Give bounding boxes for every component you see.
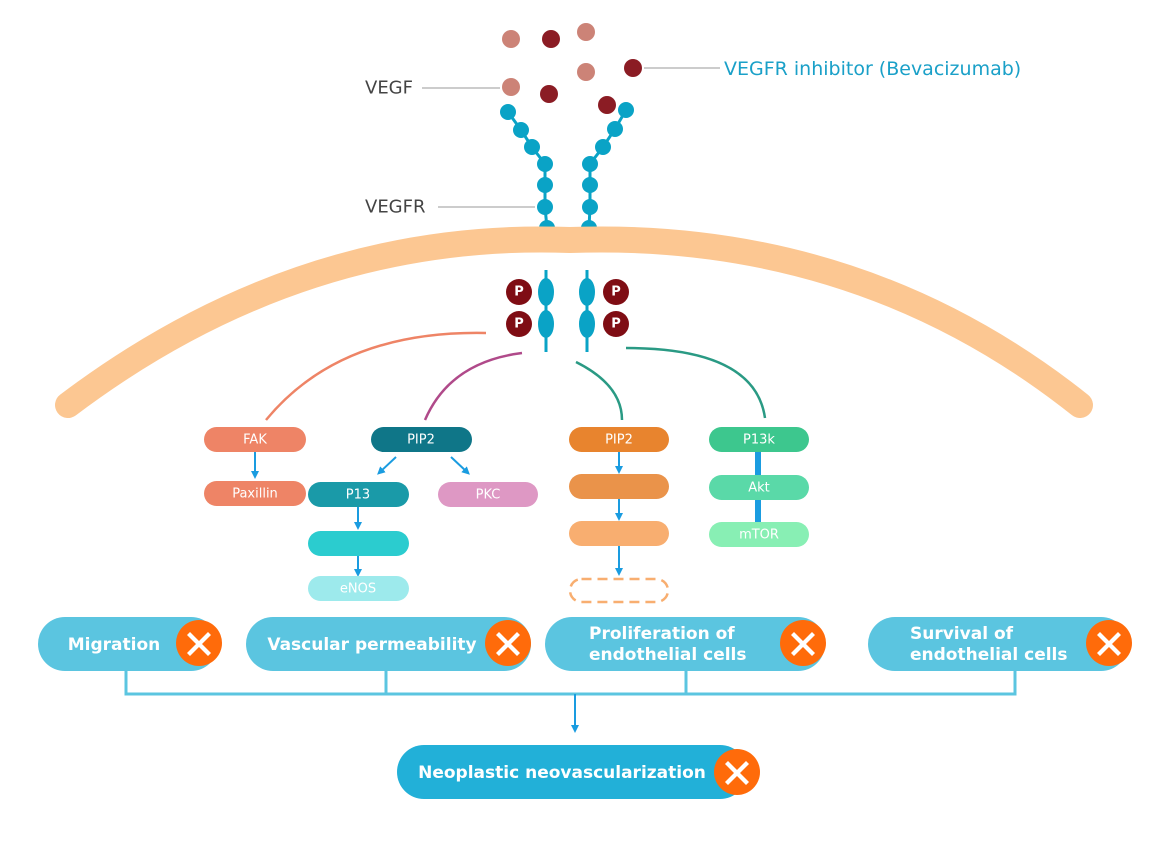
node-placeholder-dashed — [568, 577, 670, 604]
node-unlabeled — [308, 531, 409, 556]
phosphate-icon: P — [506, 311, 532, 337]
node-p13: P13 — [308, 482, 409, 507]
svg-text:Survival of: Survival of — [910, 624, 1014, 644]
phosphate-groups: P P P P — [506, 279, 629, 337]
vegf-label: VEGF — [365, 78, 413, 99]
vegfr-right-chain — [581, 102, 634, 236]
outcome-proliferation: Proliferation of endothelial cells — [545, 617, 826, 671]
svg-text:Neoplastic neovascularization: Neoplastic neovascularization — [418, 763, 706, 783]
svg-text:Paxillin: Paxillin — [232, 487, 278, 502]
svg-text:PKC: PKC — [476, 488, 501, 503]
node-pip2-orange: PIP2 — [569, 427, 669, 452]
svg-text:mTOR: mTOR — [739, 528, 779, 543]
vegfr-label: VEGFR — [365, 197, 426, 218]
signal-arc-fak — [265, 331, 487, 421]
svg-text:P: P — [514, 317, 524, 332]
svg-text:endothelial cells: endothelial cells — [910, 645, 1068, 665]
vegf-molecule — [502, 78, 520, 96]
outcome-connectors — [124, 668, 1017, 733]
svg-text:P13k: P13k — [743, 433, 775, 448]
outcome-survival: Survival of endothelial cells — [868, 617, 1132, 671]
vegf-ligands — [502, 23, 595, 96]
signal-arc-pi3k — [625, 346, 767, 419]
svg-text:Akt: Akt — [748, 481, 770, 496]
svg-text:Proliferation of: Proliferation of — [589, 624, 735, 644]
node-p13k: P13k — [709, 427, 809, 452]
svg-text:PIP2: PIP2 — [407, 433, 435, 448]
node-pkc: PKC — [438, 482, 538, 507]
outcome-vascular-permeability: Vascular permeability — [246, 617, 531, 671]
vegfr-left-chain — [500, 104, 555, 236]
cell-membrane — [55, 226, 1093, 418]
final-outcome-neovascularization: Neoplastic neovascularization — [397, 745, 760, 799]
svg-text:P: P — [611, 317, 621, 332]
node-enos: eNOS — [308, 576, 409, 601]
svg-text:Migration: Migration — [68, 635, 161, 655]
svg-text:PIP2: PIP2 — [605, 433, 633, 448]
x-icon — [1086, 620, 1132, 666]
node-paxillin: Paxillin — [204, 481, 306, 506]
phosphate-icon: P — [603, 279, 629, 305]
vegf-molecule — [577, 63, 595, 81]
signal-arc-pip2-b — [575, 360, 624, 421]
node-akt: Akt — [709, 475, 809, 500]
outcome-migration: Migration — [38, 617, 222, 671]
x-icon — [176, 620, 222, 666]
phosphate-icon: P — [506, 279, 532, 305]
vegfr-intracellular-right — [579, 270, 595, 352]
inhibitor-molecule — [540, 85, 558, 103]
svg-text:P13: P13 — [346, 488, 370, 503]
svg-text:endothelial cells: endothelial cells — [589, 645, 747, 665]
x-icon — [780, 620, 826, 666]
vegf-molecule — [502, 30, 520, 48]
svg-text:P: P — [611, 285, 621, 300]
vegfr-intracellular-left — [538, 270, 554, 352]
inhibitor-molecule — [542, 30, 560, 48]
phosphate-icon: P — [603, 311, 629, 337]
x-icon — [485, 620, 531, 666]
inhibitor-molecule — [624, 59, 642, 77]
node-unlabeled — [569, 474, 669, 499]
pip2-pathway-b: PIP2 — [568, 427, 670, 604]
pi3k-pathway: P13k Akt mTOR — [709, 427, 809, 547]
node-pip2: PIP2 — [371, 427, 472, 452]
inhibitor-molecules — [540, 30, 642, 114]
node-fak: FAK — [204, 427, 306, 452]
fak-pathway: FAK Paxillin — [204, 427, 306, 506]
svg-text:eNOS: eNOS — [340, 582, 376, 597]
svg-text:FAK: FAK — [243, 433, 267, 448]
signal-arc-pip2-a — [423, 351, 523, 421]
inhibitor-label: VEGFR inhibitor (Bevacizumab) — [724, 58, 1021, 80]
node-unlabeled — [569, 521, 669, 546]
svg-text:Vascular permeability: Vascular permeability — [267, 635, 476, 655]
svg-text:P: P — [514, 285, 524, 300]
vegf-molecule — [577, 23, 595, 41]
x-icon — [714, 749, 760, 795]
pip2-pathway-a: PIP2 P13 PKC eNOS — [308, 427, 538, 601]
inhibitor-molecule — [598, 96, 616, 114]
node-mtor: mTOR — [709, 522, 809, 547]
